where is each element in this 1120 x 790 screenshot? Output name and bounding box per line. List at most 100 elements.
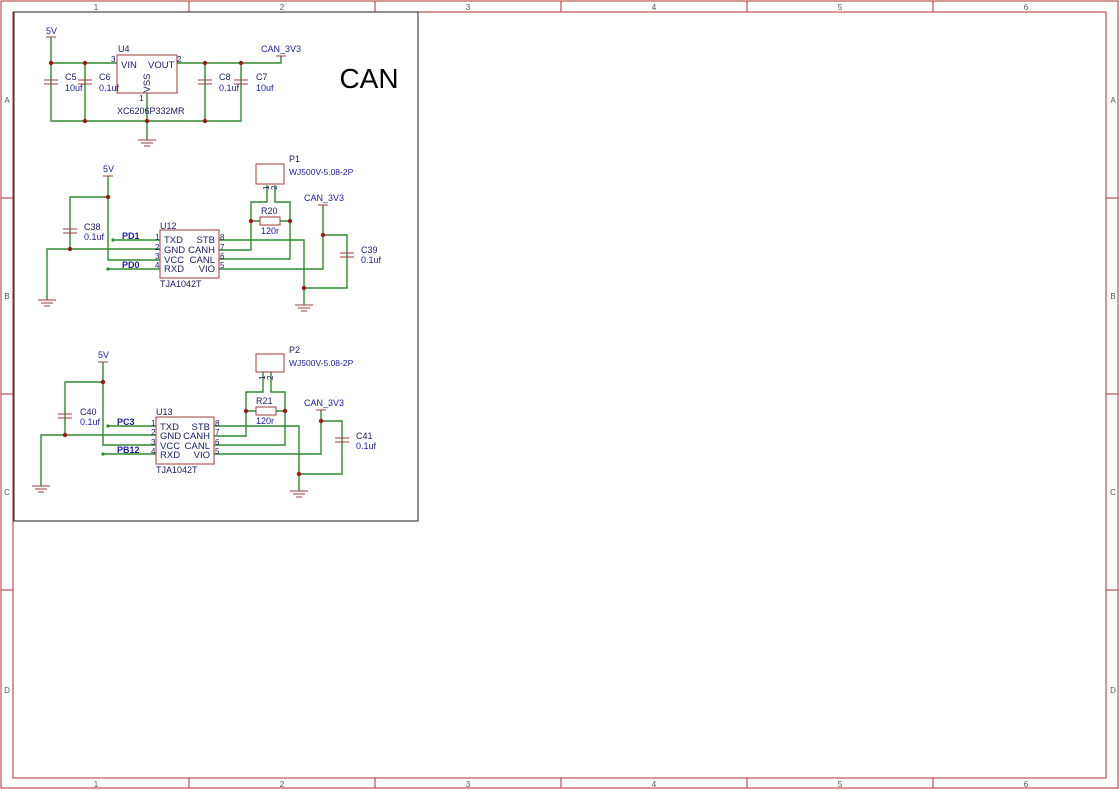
u13-part-number: TJA1042T: [156, 465, 198, 475]
r21-value: 120r: [256, 416, 274, 426]
wire-vin: [50, 37, 117, 64]
col-label: 1: [94, 3, 99, 12]
junction-dot: [106, 424, 110, 428]
net-5v-label: 5V: [98, 350, 109, 360]
can-sheet-box: [13, 11, 419, 522]
c40-ref: C40: [80, 407, 97, 417]
sheet-title: CAN: [339, 63, 398, 94]
junction-dot: [238, 60, 244, 66]
wire-c39: [304, 234, 348, 289]
col-label: 3: [466, 780, 471, 789]
u12-pin-num: 5: [220, 261, 225, 270]
u13-pin-num: 8: [215, 419, 220, 428]
wire-vcc: [102, 362, 156, 446]
ground-symbol: [138, 139, 156, 147]
p1-pin-num: 2: [270, 185, 279, 190]
u13-pin-txd: TXD: [160, 422, 179, 433]
col-label: 4: [652, 780, 657, 789]
u13-pin-rxd: RXD: [160, 450, 180, 461]
u12-pin-num: 1: [155, 233, 160, 242]
u12-pin-canh: CANH: [188, 245, 215, 256]
cap-c7: [234, 79, 248, 85]
c8-ref: C8: [219, 72, 231, 82]
junction-dot: [144, 118, 150, 124]
net-txd-label: PC3: [117, 417, 135, 427]
transceiver-u13-section: 5V U13 TXD GND VCC RXD STB CANH CANL VIO…: [32, 345, 377, 498]
wire-canl: [214, 372, 286, 446]
u12-pin-vcc: VCC: [164, 255, 184, 266]
net-can3v3-label: CAN_3V3: [304, 398, 344, 408]
u12-pin-num: 8: [220, 233, 225, 242]
wire-vout: [177, 56, 282, 64]
u4-pin-vout: VOUT: [148, 60, 175, 71]
u12-ref: U12: [160, 221, 177, 231]
u13-pin-stb: STB: [192, 422, 210, 433]
wire-stb: [219, 239, 305, 300]
c8-value: 0.1uf: [219, 83, 240, 93]
junction-dot: [101, 452, 105, 456]
u12-pin-txd: TXD: [164, 235, 183, 246]
u12-pin-num: 6: [220, 252, 225, 261]
col-label: 2: [280, 780, 285, 789]
ground-symbol: [32, 485, 50, 493]
c5-value: 10uf: [65, 83, 83, 93]
net-5v-label: 5V: [103, 164, 114, 174]
u12-pin-vio: VIO: [199, 264, 215, 275]
wire-vcc: [107, 176, 160, 261]
junction-dot: [287, 218, 293, 224]
junction-dot: [62, 432, 68, 438]
wire-decoupling: [40, 381, 103, 486]
u12-pin-gnd: GND: [164, 245, 185, 256]
transceiver-u12-section: 5V U12 TXD GND VCC RXD STB CANH CANL VIO…: [38, 154, 382, 312]
u13-pin-vcc: VCC: [160, 441, 180, 452]
u12-part-number: TJA1042T: [160, 279, 202, 289]
p2-pin-num: 1: [258, 375, 267, 380]
junction-dot: [111, 238, 115, 242]
col-label: 2: [280, 3, 285, 12]
wire-canh: [219, 185, 268, 251]
u13-pin-num: 3: [151, 438, 156, 447]
col-label: 5: [838, 3, 843, 12]
u13-pin-canh: CANH: [183, 431, 210, 442]
r20-ref: R20: [261, 206, 278, 216]
net-5v-label: 5V: [46, 26, 57, 36]
r21-ref: R21: [256, 396, 273, 406]
junction-dot: [318, 418, 324, 424]
row-label: C: [1110, 488, 1116, 497]
c5-ref: C5: [65, 72, 77, 82]
ground-symbol: [295, 304, 313, 312]
junction-dot: [82, 60, 88, 66]
cap-c41: [335, 437, 349, 443]
col-label: 4: [652, 3, 657, 12]
junction-dot: [296, 471, 302, 477]
net-rxd-label: PB12: [117, 445, 140, 455]
cap-c39: [340, 252, 354, 258]
u12-pin-num: 2: [155, 243, 160, 252]
junction-dot: [202, 118, 208, 124]
junction-dot: [100, 379, 106, 385]
u12-body: [159, 229, 220, 279]
u12-pin-stb: STB: [197, 235, 215, 246]
regulator-section: 5V CAN_3V3 U4 VIN VOUT VSS 3 2 1 XC6206P…: [44, 26, 301, 147]
junction-dot: [202, 60, 208, 66]
net-can3v3-label: CAN_3V3: [304, 193, 344, 203]
u13-pin-canl: CANL: [185, 441, 210, 452]
u13-pin-num: 1: [151, 419, 156, 428]
p1-ref: P1: [289, 154, 300, 164]
col-label: 5: [838, 780, 843, 789]
net-can3v3-label: CAN_3V3: [261, 44, 301, 54]
junction-dot: [105, 194, 111, 200]
u4-regulator-body: [116, 54, 178, 94]
u13-pin-gnd: GND: [160, 431, 181, 442]
u4-pin-vin: VIN: [121, 60, 137, 71]
wire-vio: [219, 205, 324, 270]
c38-value: 0.1uf: [84, 232, 105, 242]
net-rxd-label: PD0: [122, 260, 140, 270]
u12-pin-num: 4: [155, 261, 160, 270]
u13-pin-num: 4: [151, 447, 156, 456]
p2-part-number: WJ500V-5.08-2P: [289, 358, 354, 368]
col-label: 1: [94, 780, 99, 789]
r20-resistor: [259, 216, 281, 226]
